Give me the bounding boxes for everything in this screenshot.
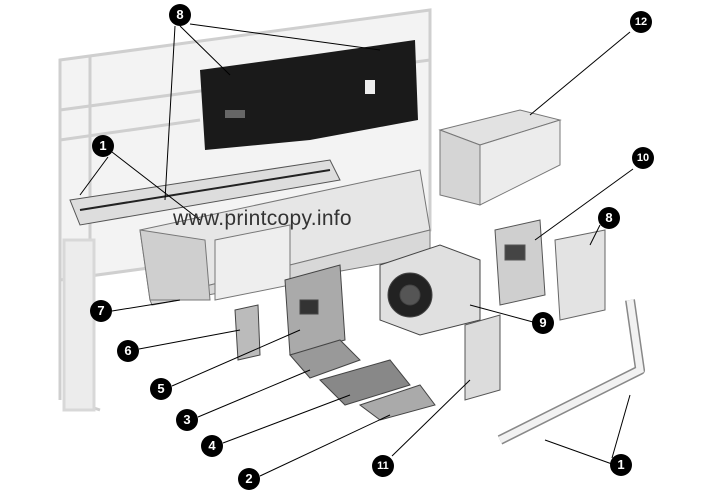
watermark-text: www.printcopy.info	[173, 207, 352, 230]
callout-4: 4	[201, 435, 223, 457]
carriage-rail	[69, 159, 341, 226]
power-supply	[379, 244, 481, 336]
callout-7: 7	[90, 300, 112, 322]
callout-2: 2	[238, 468, 260, 490]
callout-3: 3	[176, 409, 198, 431]
callout-1-bottom: 1	[610, 454, 632, 476]
electronics-module	[139, 169, 431, 306]
cover-plate	[554, 229, 606, 321]
callout-6: 6	[117, 340, 139, 362]
callout-10: 10	[632, 147, 654, 169]
callout-8-top: 8	[169, 4, 191, 26]
interconnect-unit	[464, 314, 501, 401]
bracket	[438, 109, 562, 206]
circuit-boards	[234, 264, 436, 421]
callout-11: 11	[372, 455, 394, 477]
callout-5: 5	[150, 378, 172, 400]
callout-9: 9	[532, 312, 554, 334]
callout-8-right: 8	[598, 207, 620, 229]
pca-board	[494, 219, 546, 306]
trailing-cable	[497, 299, 645, 445]
callout-1-left: 1	[92, 135, 114, 157]
leader-lines	[79, 23, 634, 477]
rear-cover-panels	[200, 40, 418, 150]
callout-12: 12	[630, 11, 652, 33]
